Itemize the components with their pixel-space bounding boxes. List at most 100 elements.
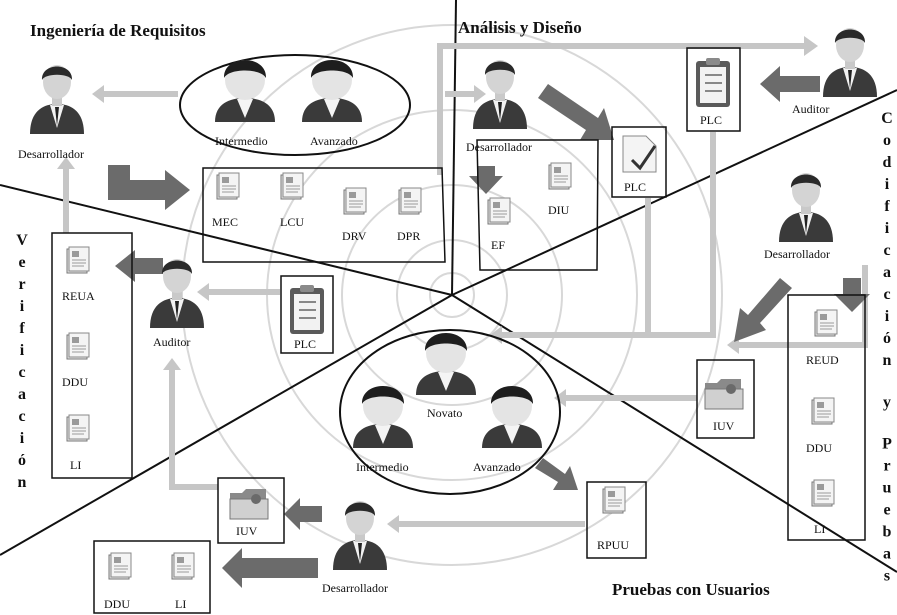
vertical-title-letter: i	[885, 308, 890, 325]
light-arrowheads	[57, 36, 818, 533]
doc-icon-dpr	[398, 187, 422, 215]
developer-icon-coding	[779, 173, 833, 242]
quadrant-lines	[0, 0, 897, 573]
label-plc-analysis: PLC	[624, 180, 646, 194]
dark-arrows	[108, 66, 870, 588]
doc-icon-ddu-bottom	[108, 552, 132, 580]
label-reua: REUA	[62, 289, 95, 303]
label-plc-top: PLC	[700, 113, 722, 127]
vertical-title-letter: c	[18, 364, 25, 381]
label-li-left: LI	[70, 458, 81, 472]
vertical-title-letter: e	[18, 254, 25, 271]
label-diu: DIU	[548, 203, 570, 217]
vertical-title-letter: i	[885, 220, 890, 237]
vertical-title-letter: o	[883, 132, 891, 149]
vertical-title-letter: e	[883, 502, 890, 519]
vertical-title-letter: f	[19, 320, 25, 337]
label-ef: EF	[491, 238, 505, 252]
label-developer-coding: Desarrollador	[764, 247, 830, 261]
label-developer-tests: Desarrollador	[322, 581, 388, 595]
doc-icon-ef	[487, 197, 511, 225]
vertical-title-letter: c	[18, 408, 25, 425]
label-developer-top-left: Desarrollador	[18, 147, 84, 161]
label-auditor-top-right: Auditor	[792, 102, 829, 116]
vertical-title-letter: d	[883, 154, 892, 171]
label-auditor-verification: Auditor	[153, 335, 190, 349]
avanzado-icon-top	[302, 60, 362, 122]
avanzado-icon-bottom	[482, 386, 542, 448]
vertical-title-letter: C	[881, 110, 893, 127]
document-boxes	[51, 47, 866, 614]
label-ddu-left: DDU	[62, 375, 88, 389]
doc-icon-rpuu	[602, 486, 626, 514]
label-plc-verification: PLC	[294, 337, 316, 351]
label-lcu: LCU	[280, 215, 304, 229]
team-ellipse-top	[179, 54, 411, 156]
vertical-title-letter: i	[20, 298, 25, 315]
vertical-title-letter: s	[884, 568, 890, 585]
label-ddu-bottom: DDU	[104, 597, 130, 611]
label-reud: REUD	[806, 353, 839, 367]
label-li-right: LI	[814, 522, 825, 536]
doc-icon-reua	[66, 246, 90, 274]
label-iuv-bottom: IUV	[236, 524, 258, 538]
label-novato: Novato	[427, 406, 462, 420]
vertical-title-letter: r	[18, 276, 25, 293]
label-drv: DRV	[342, 229, 367, 243]
doc-icon-ddu-left	[66, 332, 90, 360]
doc-icon-li-right	[811, 479, 835, 507]
team-ellipse-bottom	[339, 329, 561, 495]
vertical-title-letter: u	[883, 480, 892, 497]
vertical-title-letter: P	[882, 436, 892, 453]
label-iuv-right: IUV	[713, 419, 735, 433]
vertical-title-letter: b	[883, 524, 892, 541]
label-mec: MEC	[212, 215, 238, 229]
check-icon	[622, 135, 657, 173]
developer-icon-tests	[333, 501, 387, 570]
doc-icon-mec	[216, 172, 240, 200]
vertical-title-letter: i	[885, 176, 890, 193]
doc-icon-lcu	[280, 172, 304, 200]
label-intermedio-bottom: Intermedio	[356, 460, 409, 474]
title-analysis: Análisis y Diseño	[458, 18, 582, 37]
vertical-title-letter: r	[883, 458, 890, 475]
intermedio-icon-top	[215, 60, 275, 122]
label-developer-analysis: Desarrollador	[466, 140, 532, 154]
label-rpuu: RPUU	[597, 538, 629, 552]
intermedio-icon-bottom	[353, 386, 413, 448]
vertical-title-letter: f	[884, 198, 890, 215]
label-li-bottom: LI	[175, 597, 186, 611]
vertical-title-letter: ó	[883, 330, 891, 347]
vertical-title-letter: i	[20, 342, 25, 359]
label-avanzado-bottom: Avanzado	[473, 460, 521, 474]
clipboard-icon-top	[695, 57, 731, 108]
light-connectors	[63, 43, 868, 527]
vertical-title-letter: n	[883, 352, 892, 369]
clipboard-icon-verification	[289, 284, 325, 335]
doc-icon-li-left	[66, 414, 90, 442]
vertical-title-letter: a	[883, 264, 891, 281]
doc-icon-diu	[548, 162, 572, 190]
vertical-title-letter: ó	[18, 452, 26, 469]
label-avanzado-top: Avanzado	[310, 134, 358, 148]
label-ddu-right: DDU	[806, 441, 832, 455]
vertical-title-letter: y	[883, 394, 891, 411]
vertical-title-letter: c	[883, 286, 890, 303]
vertical-title-letter: V	[16, 232, 28, 249]
vertical-title-letter: a	[18, 386, 26, 403]
title-user-tests: Pruebas con Usuarios	[612, 580, 770, 599]
doc-icon-reud	[814, 309, 838, 337]
vertical-title-letter: c	[883, 242, 890, 259]
developer-icon-top-left	[30, 65, 84, 134]
vertical-title-letter: n	[18, 474, 27, 491]
title-requirements: Ingeniería de Requisitos	[30, 21, 206, 40]
doc-icon-ddu-right	[811, 397, 835, 425]
folder-icon-bottom	[229, 488, 269, 520]
vertical-title-letter: i	[20, 430, 25, 447]
doc-icon-li-bottom	[171, 552, 195, 580]
doc-icon-drv	[343, 187, 367, 215]
folder-icon-right	[704, 378, 744, 410]
